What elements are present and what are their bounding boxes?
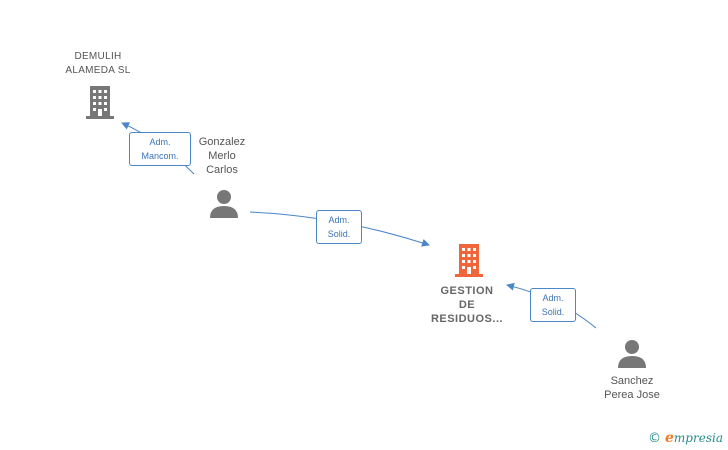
brand-rest: mpresia [673, 431, 723, 445]
node-sanchez-line1: Sanchez [610, 375, 654, 387]
role-line1: Adm. [149, 137, 171, 147]
role-line2: Solid. [327, 229, 351, 239]
node-demulih-line2: ALAMEDA SL [65, 65, 131, 76]
role-label-adm-solid-gonzalez[interactable]: Adm. Solid. [316, 210, 362, 244]
node-gestion-line3: RESIDUOS... [430, 313, 504, 325]
node-demulih-line1: DEMULIH [74, 51, 122, 62]
node-gonzalez-line1: Gonzalez [198, 136, 246, 148]
role-line1: Adm. [328, 215, 350, 225]
footer-brand: © empresia [648, 428, 723, 448]
node-sanchez-label[interactable]: Sanchez Perea Jose [582, 374, 682, 402]
role-line1: Adm. [542, 293, 564, 303]
building-icon-highlighted[interactable] [453, 242, 485, 278]
brand-initial: e [665, 430, 674, 446]
brand-logo[interactable]: empresia [665, 430, 723, 446]
building-icon[interactable] [84, 84, 116, 120]
role-line2: Mancom. [141, 151, 179, 161]
role-label-adm-solid-sanchez[interactable]: Adm. Solid. [530, 288, 576, 322]
node-gestion-label[interactable]: GESTION DE RESIDUOS... [417, 284, 517, 326]
node-gonzalez-line2: Merlo [208, 150, 236, 162]
node-gestion-line2: DE [458, 299, 476, 311]
copyright-icon: © [648, 430, 661, 446]
node-sanchez-line2: Perea Jose [604, 389, 660, 401]
node-demulih-label[interactable]: DEMULIH ALAMEDA SL [48, 50, 148, 78]
person-icon[interactable] [616, 338, 648, 370]
node-gestion-line1: GESTION [440, 285, 494, 297]
node-gonzalez-line3: Carlos [206, 164, 238, 176]
role-label-adm-mancom[interactable]: Adm. Mancom. [129, 132, 191, 166]
role-line2: Solid. [541, 307, 565, 317]
node-gonzalez-label[interactable]: Gonzalez Merlo Carlos [182, 135, 262, 177]
person-icon[interactable] [208, 188, 240, 220]
